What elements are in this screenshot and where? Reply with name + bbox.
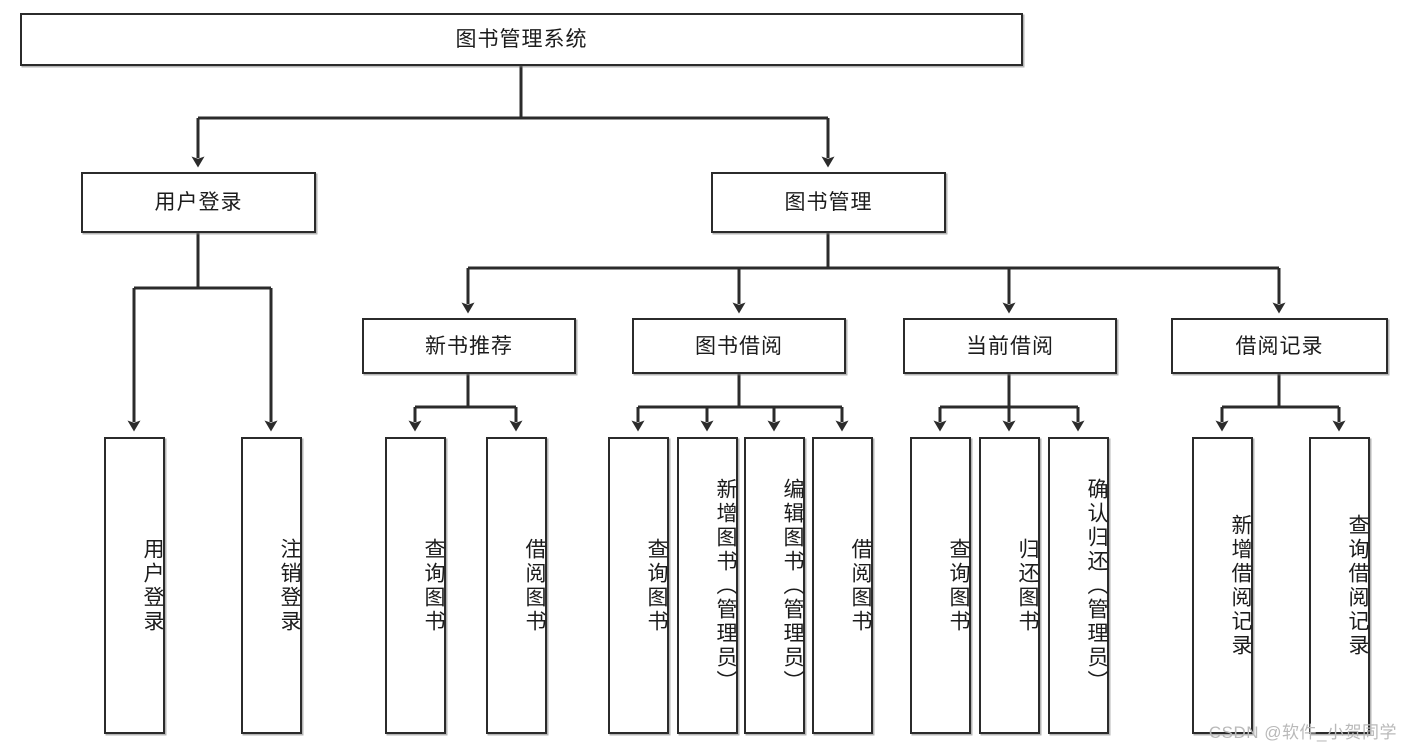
leaf-current-confirm-return-admin[interactable]: 确认归还（管理员）: [1048, 437, 1109, 734]
node-label: 编辑图书（管理员）: [781, 477, 804, 694]
leaf-user-logout[interactable]: 注销登录: [241, 437, 302, 734]
node-label: 借阅图书: [523, 537, 546, 634]
node-label: 查询图书: [947, 537, 970, 634]
node-label: 确认归还（管理员）: [1085, 477, 1108, 694]
leaf-current-query-book[interactable]: 查询图书: [910, 437, 971, 734]
node-new-book-recommend[interactable]: 新书推荐: [362, 318, 576, 374]
node-label: 用户登录: [154, 191, 243, 214]
node-label: 查询借阅记录: [1346, 513, 1369, 658]
node-label: 新书推荐: [425, 334, 513, 358]
leaf-borrow-add-book-admin[interactable]: 新增图书（管理员）: [677, 437, 738, 734]
leaf-borrow-borrow-book[interactable]: 借阅图书: [812, 437, 873, 734]
csdn-watermark: CSDN @软件_小贺同学: [1208, 723, 1397, 742]
node-label: 用户登录: [141, 537, 164, 634]
node-current-borrow[interactable]: 当前借阅: [903, 318, 1117, 374]
node-label: 图书管理系统: [455, 28, 588, 51]
leaf-recommend-query-book[interactable]: 查询图书: [385, 437, 446, 734]
leaf-record-query-borrow-record[interactable]: 查询借阅记录: [1309, 437, 1370, 734]
leaf-borrow-edit-book-admin[interactable]: 编辑图书（管理员）: [744, 437, 805, 734]
node-label: 查询图书: [645, 537, 668, 634]
leaf-record-add-borrow-record[interactable]: 新增借阅记录: [1192, 437, 1253, 734]
node-book-borrow[interactable]: 图书借阅: [632, 318, 846, 374]
node-label: 图书借阅: [695, 334, 783, 358]
node-label: 查询图书: [422, 537, 445, 634]
node-label: 新增图书（管理员）: [714, 477, 737, 694]
leaf-user-login[interactable]: 用户登录: [104, 437, 165, 734]
leaf-current-return-book[interactable]: 归还图书: [979, 437, 1040, 734]
node-label: 图书管理: [784, 191, 873, 214]
node-label: 借阅图书: [849, 537, 872, 634]
node-book-management[interactable]: 图书管理: [711, 172, 946, 233]
node-label: 归还图书: [1016, 537, 1039, 634]
leaf-recommend-borrow-book[interactable]: 借阅图书: [486, 437, 547, 734]
node-borrow-record[interactable]: 借阅记录: [1171, 318, 1388, 374]
node-root-book-management-system[interactable]: 图书管理系统: [20, 13, 1023, 66]
node-label: 新增借阅记录: [1229, 513, 1252, 658]
node-label: 当前借阅: [966, 334, 1054, 358]
node-label: 注销登录: [278, 537, 301, 634]
node-user-login[interactable]: 用户登录: [81, 172, 316, 233]
node-label: 借阅记录: [1235, 334, 1324, 358]
leaf-borrow-query-book[interactable]: 查询图书: [608, 437, 669, 734]
